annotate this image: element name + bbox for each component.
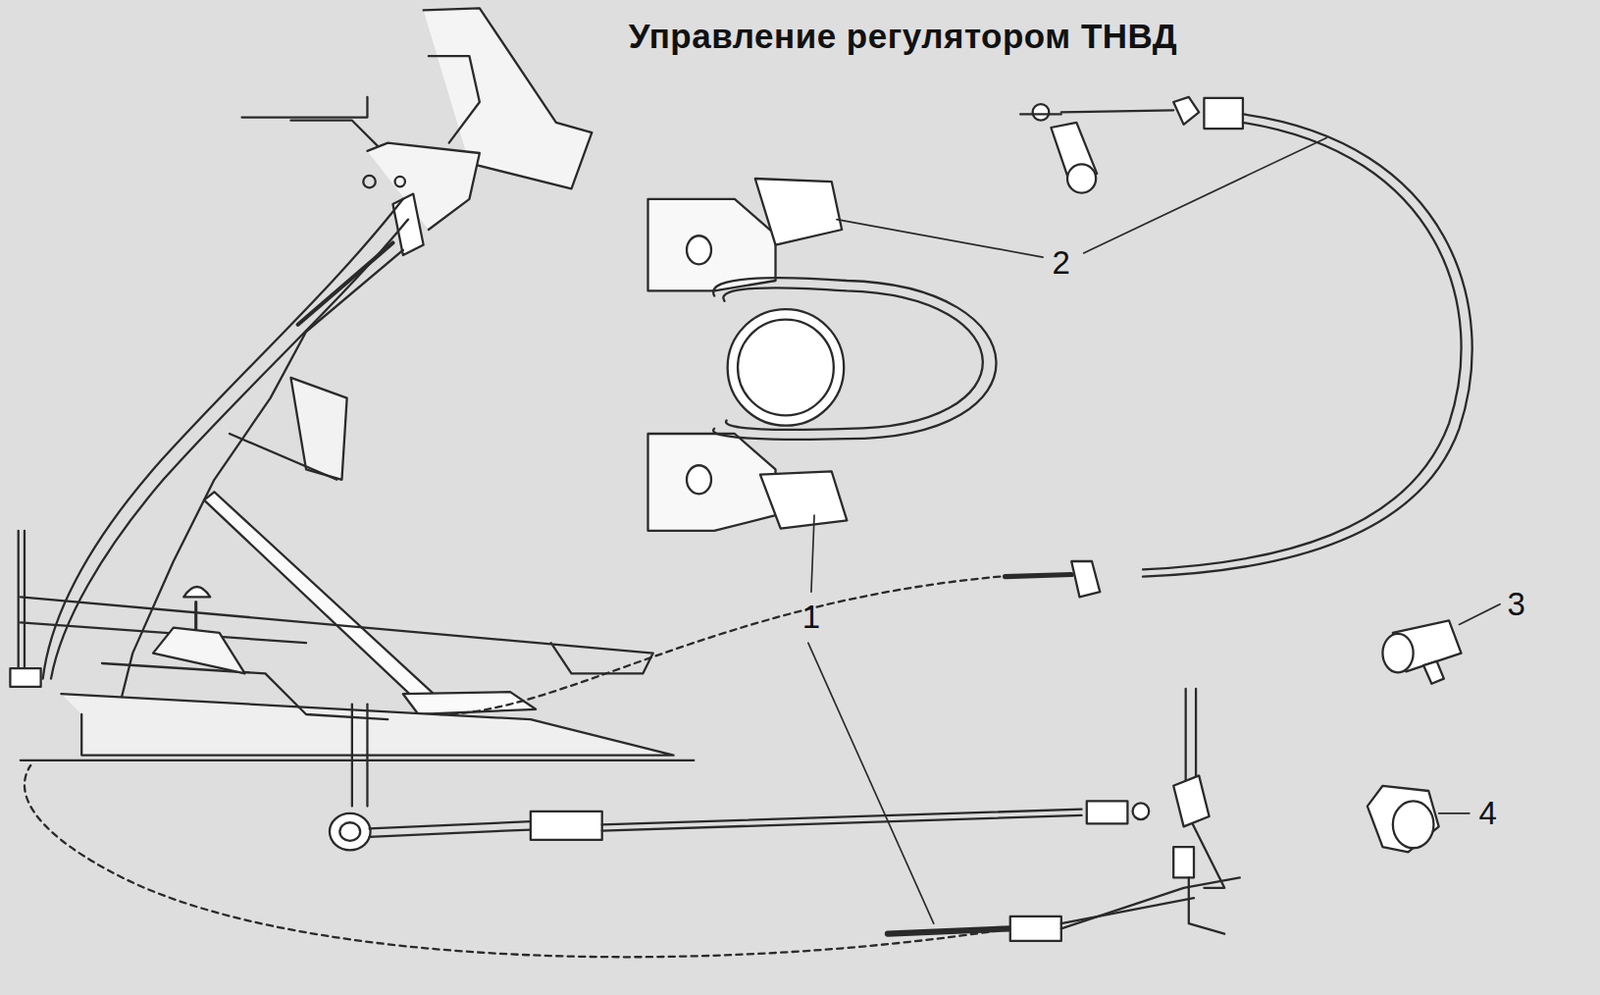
diagram-title: Управление регулятором ТНВД [628,18,1179,53]
callout-number: 3 [1503,585,1530,622]
callout-number: 1 [798,598,825,635]
callout-number: 4 [1474,794,1500,831]
callout-number: 2 [1048,244,1075,281]
